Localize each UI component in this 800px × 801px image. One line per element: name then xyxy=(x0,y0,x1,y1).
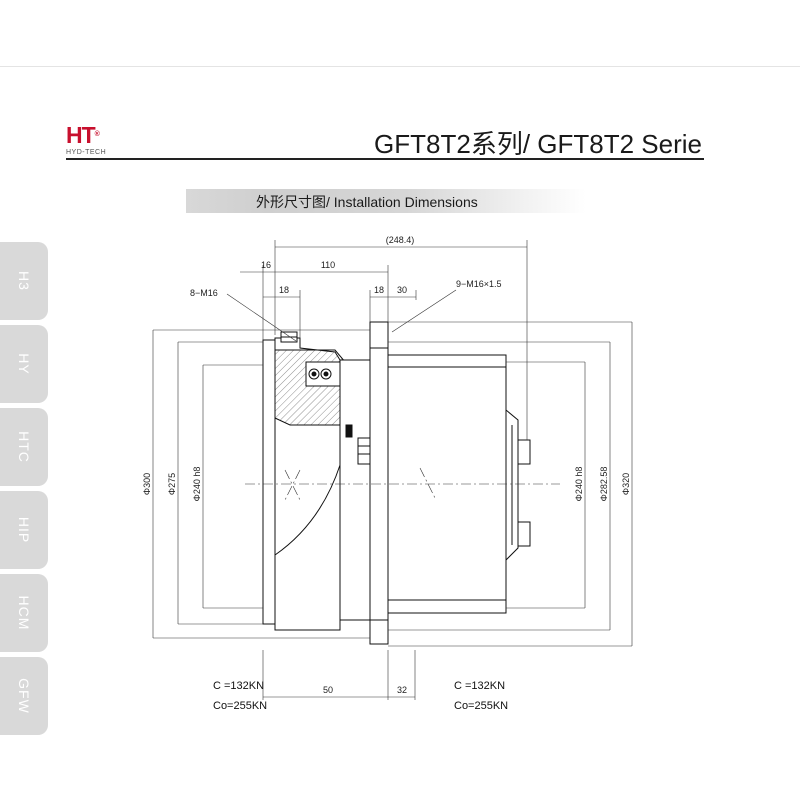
dim-18-left: 18 xyxy=(279,285,289,295)
gearbox-body xyxy=(262,321,531,645)
load-left-co: Co=255KN xyxy=(213,700,267,712)
dim-dia320: Φ320 xyxy=(621,473,631,495)
dim-dia282: Φ282.58 xyxy=(599,467,609,502)
dim-dia240-left: Φ240 h8 xyxy=(192,467,202,502)
dimension-lines xyxy=(152,240,633,700)
brand-logo: HT® HYD-TECH xyxy=(66,124,126,164)
side-tab-htc[interactable]: HTC xyxy=(0,408,48,486)
dim-16: 16 xyxy=(261,260,271,270)
logo-mark: HT® xyxy=(66,122,100,148)
dim-overall-length: (248.4) xyxy=(386,235,415,245)
side-tab-gfw[interactable]: GFW xyxy=(0,657,48,735)
side-tab-h3[interactable]: H3 xyxy=(0,242,48,320)
dim-18-right: 18 xyxy=(374,285,384,295)
page-frame xyxy=(0,66,800,801)
side-tab-hcm[interactable]: HCM xyxy=(0,574,48,652)
page-title: GFT8T2系列/ GFT8T2 Serie xyxy=(374,129,702,159)
dim-32: 32 xyxy=(397,685,407,695)
dim-dia275: Φ275 xyxy=(167,473,177,495)
title-divider xyxy=(66,158,704,160)
dim-110: 110 xyxy=(321,260,335,270)
side-tab-list: H3 HY HTC HIP HCM GFW xyxy=(0,242,48,740)
section-header: 外形尺寸图/ Installation Dimensions xyxy=(186,189,586,213)
load-right-c: C =132KN xyxy=(454,680,505,692)
side-tab-hip[interactable]: HIP xyxy=(0,491,48,569)
load-right-co: Co=255KN xyxy=(454,700,508,712)
center-lines xyxy=(245,467,560,501)
dim-dia240-right: Φ240 h8 xyxy=(574,467,584,502)
section-title: 外形尺寸图/ Installation Dimensions xyxy=(256,194,478,210)
dim-50: 50 xyxy=(323,685,333,695)
logo-subtitle: HYD-TECH xyxy=(66,149,107,156)
side-tab-hy[interactable]: HY xyxy=(0,325,48,403)
dim-30: 30 xyxy=(397,285,407,295)
thread-right-label: 9−M16×1.5 xyxy=(456,279,502,289)
load-left-c: C =132KN xyxy=(213,680,264,692)
dim-dia300: Φ300 xyxy=(142,473,152,495)
thread-left-label: 8−M16 xyxy=(190,288,218,298)
